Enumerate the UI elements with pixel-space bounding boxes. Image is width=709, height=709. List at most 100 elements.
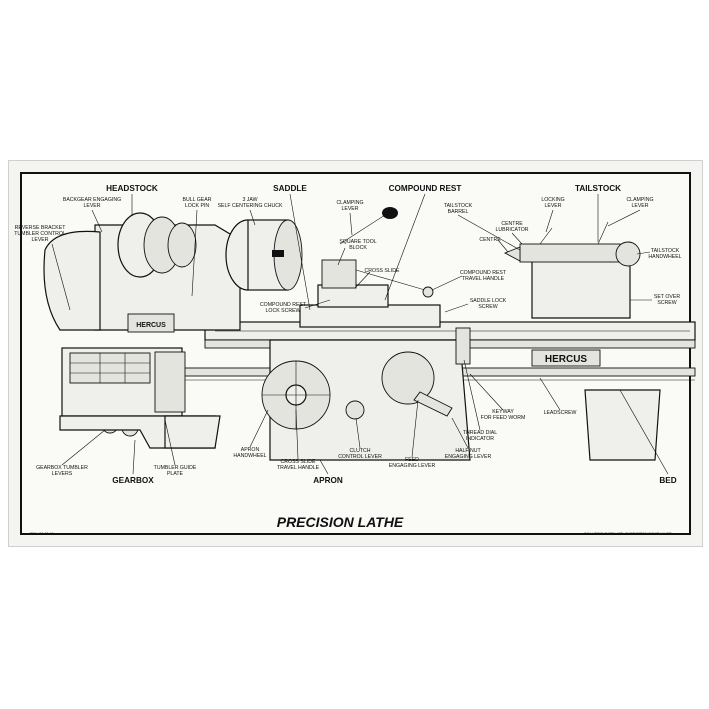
- callout-reverse-3: LEVER: [31, 237, 48, 243]
- callout-cross-travel-2: TRAVEL HANDLE: [277, 465, 320, 471]
- callout-clutch-2: CONTROL LEVER: [338, 454, 382, 460]
- callout-ts-handwheel-2: HANDWHEEL: [648, 254, 681, 260]
- belt-guard: [43, 230, 101, 331]
- callout-feed-2: ENGAGING LEVER: [389, 463, 436, 469]
- label-compound-rest: COMPOUND REST: [389, 184, 462, 193]
- callout-saddle-lock-1: SADDLE LOCK: [470, 298, 507, 304]
- callout-travel-2: TRAVEL HANDLE: [462, 276, 505, 282]
- callout-half-nut-1: HALF NUT: [455, 448, 481, 454]
- callout-cross-travel-1: CROSS SLIDE: [281, 459, 316, 465]
- callout-lock-screw-1: COMPOUND REST: [260, 302, 307, 308]
- callout-keyway-2: FOR FEED WORM: [481, 415, 526, 421]
- callout-apron-hw-1: APRON: [241, 447, 260, 453]
- tailstock-centre: [503, 246, 521, 262]
- callout-tumbler-guide-1: TUMBLER GUIDE: [154, 465, 197, 471]
- footer-left: PR/L-S1 25-66: [30, 532, 54, 536]
- callout-bullgear-1: BULL GEAR: [183, 197, 212, 203]
- bed-nameplate: [531, 349, 601, 367]
- bed-leg-right: [584, 389, 661, 461]
- callout-clamping-right-1: CLAMPING: [626, 197, 653, 203]
- headstock-nameplate: [127, 313, 175, 333]
- callout-setover-1: SET OVER: [654, 294, 680, 300]
- callout-feed-1: FEED: [405, 457, 419, 463]
- poster-title: PRECISION LATHE: [277, 514, 404, 530]
- callout-saddle-lock-2: SCREW: [478, 304, 497, 310]
- callout-apron-hw-2: HANDWHEEL: [233, 453, 266, 459]
- callout-tool-block-1: SQUARE TOOL: [339, 239, 376, 245]
- callout-ts-handwheel-1: TAILSTOCK: [651, 248, 680, 254]
- label-gearbox: GEARBOX: [112, 476, 154, 485]
- callout-backgear-1: BACKGEAR ENGAGING: [63, 197, 121, 203]
- callout-locking-1: LOCKING: [541, 197, 564, 203]
- label-apron: APRON: [313, 476, 343, 485]
- gearbox-chart-grid: [70, 353, 150, 383]
- thread-dial: [455, 327, 471, 365]
- label-bed: BED: [659, 476, 676, 485]
- callout-lubricator-1: CENTRE: [501, 221, 523, 227]
- callout-clamping-right-2: LEVER: [631, 203, 648, 209]
- square-tool-block: [321, 259, 357, 289]
- callout-bullgear-2: LOCK PIN: [185, 203, 209, 209]
- callout-reverse-1: REVERSE BRACKET: [15, 225, 67, 231]
- callout-ts-barrel-2: BARREL: [448, 209, 469, 215]
- callout-centre: CENTRE: [479, 237, 501, 243]
- callout-lock-screw-2: LOCK SCREW: [266, 308, 301, 314]
- callout-gb-levers-2: LEVERS: [52, 471, 73, 477]
- feed-engaging-lever: [413, 391, 453, 417]
- callout-reverse-2: TUMBLER CONTROL: [14, 231, 66, 237]
- callout-thread-dial-1: THREAD DIAL: [463, 430, 497, 436]
- label-saddle: SADDLE: [273, 184, 307, 193]
- lathe-illustration: HERCUS: [43, 207, 696, 461]
- tailstock-handwheel: [615, 241, 641, 267]
- callout-leadscrew: LEADSCREW: [544, 410, 577, 416]
- callout-chuck-1: 3 JAW: [242, 197, 257, 203]
- callout-tool-block-2: BLOCK: [349, 245, 367, 251]
- saddle: [299, 304, 441, 328]
- callout-cross-slide: CROSS SLIDE: [365, 268, 400, 274]
- callout-chuck-2: SELF CENTERING CHUCK: [218, 203, 283, 209]
- label-headstock: HEADSTOCK: [106, 184, 158, 193]
- callout-ts-barrel-1: TAILSTOCK: [444, 203, 473, 209]
- callout-clamping-top-1: CLAMPING: [336, 200, 363, 206]
- tailstock-barrel: [519, 243, 621, 263]
- callout-thread-dial-2: INDICATOR: [466, 436, 494, 442]
- label-tailstock: TAILSTOCK: [575, 184, 621, 193]
- callout-lubricator-2: LUBRICATOR: [496, 227, 529, 233]
- callout-clutch-1: CLUTCH: [349, 448, 370, 454]
- callout-tumbler-guide-2: PLATE: [167, 471, 184, 477]
- feed-dial: [381, 351, 435, 405]
- bed-brand-text: HERCUS: [545, 354, 588, 365]
- gearbox-chart: [69, 352, 151, 384]
- clamping-lever-knob: [382, 207, 398, 219]
- callout-keyway-1: KEYWAY: [492, 409, 514, 415]
- callout-backgear-2: LEVER: [83, 203, 100, 209]
- callout-clamping-top-2: LEVER: [341, 206, 358, 212]
- clutch-knob: [345, 400, 365, 420]
- headstock-brand-text: HERCUS: [136, 322, 166, 329]
- callout-travel-1: COMPOUND REST: [460, 270, 507, 276]
